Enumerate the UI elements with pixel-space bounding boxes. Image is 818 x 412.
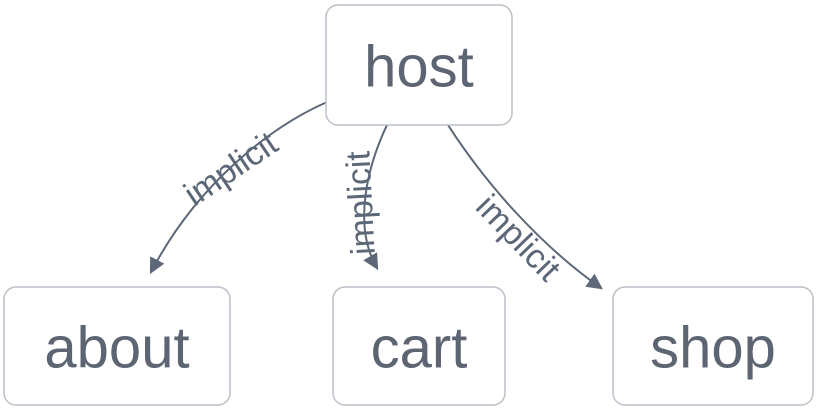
edge-host-shop-path — [447, 124, 603, 290]
edge-host-cart-path — [363, 124, 388, 271]
node-about-box[interactable] — [3, 286, 231, 406]
node-cart-label: cart — [371, 316, 468, 381]
edge-host-about: implicit — [149, 101, 328, 275]
edge-label: implicit — [468, 187, 568, 289]
node-host[interactable]: host — [325, 4, 513, 126]
node-shop-label: shop — [650, 316, 776, 381]
node-host-label: host — [364, 35, 474, 100]
node-cart[interactable]: cart — [332, 286, 506, 406]
node-about-label: about — [44, 316, 189, 381]
node-cart-box[interactable] — [332, 286, 506, 406]
node-host-box[interactable] — [325, 4, 513, 126]
edge-host-about-path — [149, 101, 328, 275]
edge-host-shop: implicit — [447, 124, 603, 290]
edge-host-cart: implicit — [339, 124, 388, 271]
edge-label: implicit — [177, 124, 285, 214]
node-about[interactable]: about — [3, 286, 231, 406]
node-shop[interactable]: shop — [612, 286, 814, 406]
edge-label: implicit — [339, 150, 382, 256]
node-shop-box[interactable] — [612, 286, 814, 406]
